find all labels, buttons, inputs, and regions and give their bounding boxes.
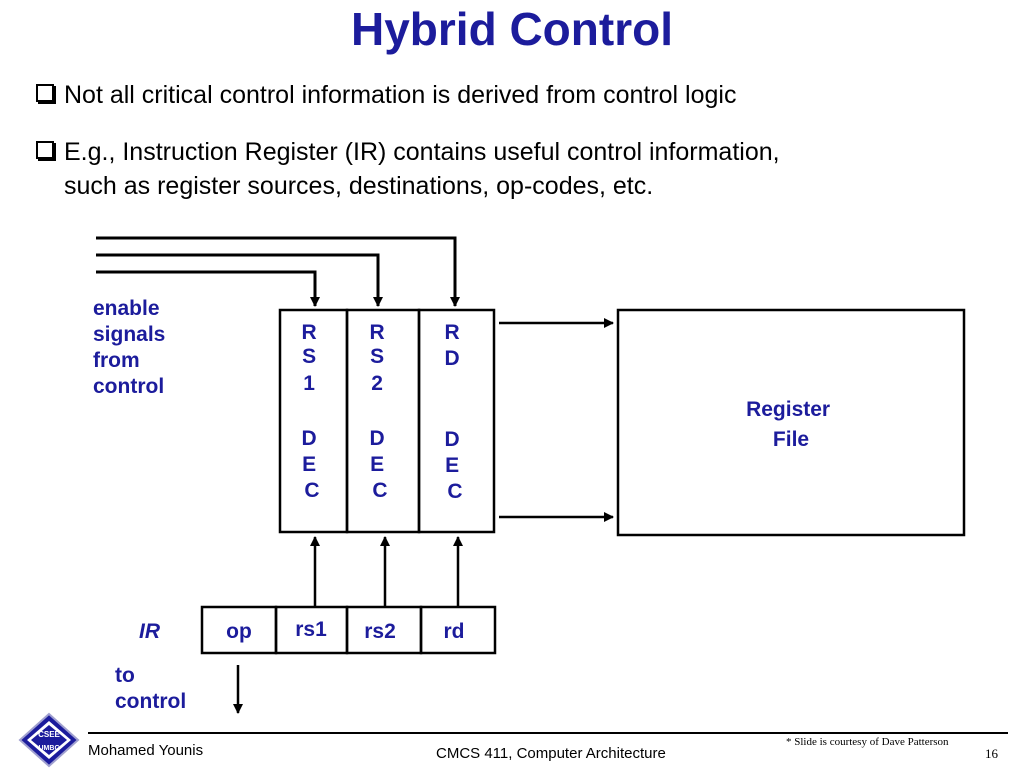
register-file-label: Register File [746,398,836,451]
checkbox-bullet-icon [36,84,54,102]
enable-signal-wires [96,236,460,307]
enable-line-3: from [93,349,140,372]
enable-label: enable signals from control [93,297,171,398]
slide-title: Hybrid Control [351,3,673,55]
checkbox-bullet-icon [36,141,54,159]
svg-text:CSEE: CSEE [38,730,60,739]
decoder-rs2-label: R S 2 D E C [369,321,390,502]
svg-text:UMBC: UMBC [39,745,60,752]
enable-line-2: signals [93,323,165,346]
ir-field-op: op [226,620,252,643]
bullet-1-text: Not all critical control information is … [64,81,737,109]
bullet-2-continuation: such as register sources, destinations, … [64,172,654,200]
csee-umbc-logo-icon: CSEE UMBC [18,712,80,768]
decoder-rd-box [417,308,496,534]
bullet-1: Not all critical control information is … [36,78,736,112]
bullet-2-text: E.g., Instruction Register (IR) contains… [64,138,780,166]
footer-course: CMCS 411, Computer Architecture [436,745,666,762]
footer-credit: * Slide is courtesy of Dave Patterson [786,736,949,748]
ir-field-rs2: rs2 [364,620,396,643]
footer-author: Mohamed Younis [88,742,204,759]
wire-to-rs1 [96,270,320,307]
enable-line-1: enable [93,297,160,320]
page-number: 16 [985,746,998,761]
wire-to-rs2 [96,253,383,307]
ir-field-rs1: rs1 [295,618,327,641]
ir-label: IR [139,620,161,643]
bullet-2: E.g., Instruction Register (IR) contains… [36,135,780,203]
enable-line-4: control [93,375,164,398]
decoder-rd-label: R D D E C [444,321,465,503]
to-control-label: to control [115,664,186,713]
decoder-rs1-label: R S 1 D E C [301,321,322,502]
register-file-box [616,308,966,537]
footer-divider [88,732,1008,734]
wire-to-rd [96,236,460,307]
ir-field-rd: rd [444,620,465,643]
